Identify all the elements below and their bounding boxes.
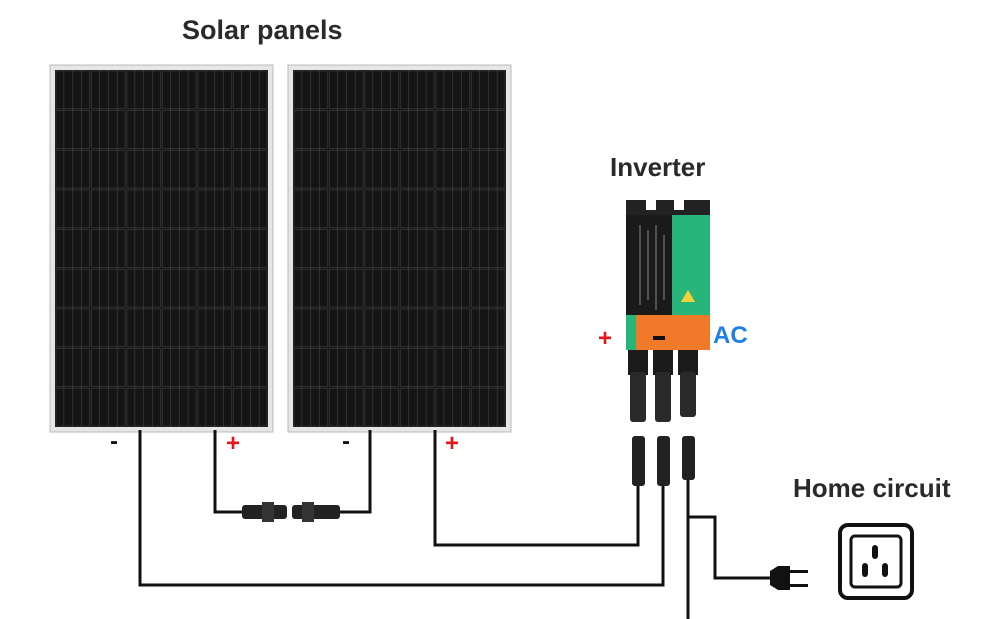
- panel1-positive-sign: +: [226, 430, 241, 457]
- inverter-icon: [626, 200, 710, 350]
- inverter-cables: [628, 345, 698, 486]
- wire-panel2-positive: [433, 430, 640, 547]
- wire-ac-plug: [688, 515, 770, 580]
- home-circuit-title: Home circuit: [793, 473, 951, 503]
- wire-panel1-negative: [138, 430, 665, 587]
- panel2-negative-sign: -: [342, 428, 350, 455]
- inverter-title: Inverter: [610, 152, 706, 182]
- wire-series-link-2: [340, 430, 372, 514]
- mc4-connector-icon: [242, 502, 340, 522]
- inverter-positive-sign: +: [598, 325, 613, 352]
- solar-panel-icon: [49, 64, 274, 433]
- ac-label: AC: [713, 322, 748, 349]
- panel1-negative-sign: -: [110, 428, 118, 455]
- power-outlet-icon: [838, 523, 914, 600]
- wire-series-link: [213, 430, 245, 514]
- solar-panel-icon: [287, 64, 512, 433]
- plug-icon: [770, 566, 808, 590]
- panel2-positive-sign: +: [445, 430, 460, 457]
- solar-panels-title: Solar panels: [182, 15, 343, 45]
- wires: [138, 430, 770, 619]
